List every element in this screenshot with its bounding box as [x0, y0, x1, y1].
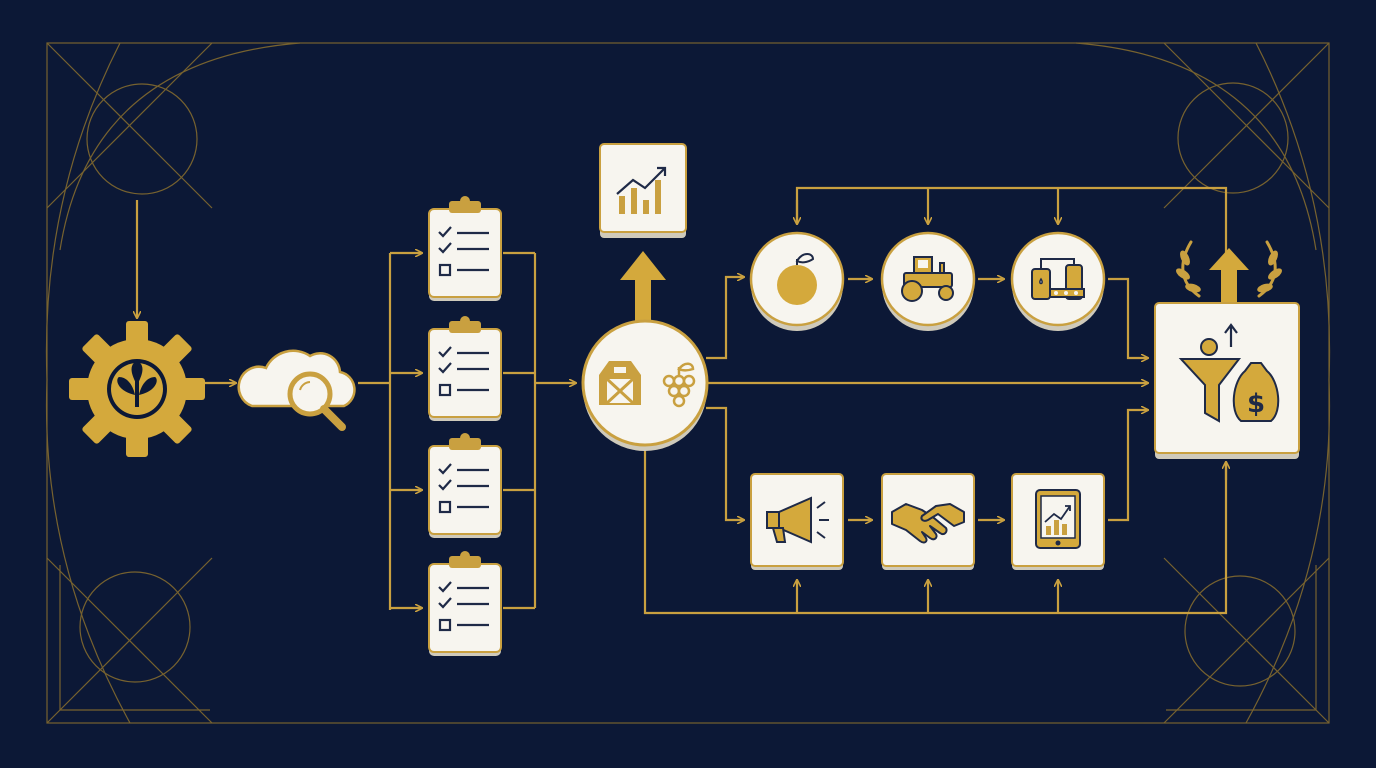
cloud-search-icon: [237, 349, 356, 431]
handshake-icon: [881, 473, 975, 570]
clipboard-checklist-icon: [428, 196, 502, 301]
plant-gear-icon: [69, 321, 205, 457]
arrow-processing-to-revenue: [1108, 277, 1148, 358]
arrow-tablet-to-revenue: [1108, 410, 1148, 522]
arrow-hub-to-marketing: [706, 406, 744, 520]
clipboard-checklist-icon: [428, 433, 502, 538]
bar-chart-trend-icon: [599, 143, 687, 238]
arrow-hub-to-produce: [706, 277, 744, 360]
factory-processing-icon: [1010, 231, 1106, 331]
feedback-loop-bottom: [643, 448, 1228, 615]
megaphone-icon: [750, 473, 844, 570]
funnel-money-bag-icon: $: [1154, 302, 1300, 459]
barn-grapes-icon: [581, 319, 709, 451]
orange-fruit-icon: [749, 231, 845, 331]
growth-arrow-icon: [620, 251, 666, 324]
clipboard-checklist-icon: [428, 316, 502, 421]
connectors: [137, 186, 1228, 615]
svg-text:$: $: [1247, 389, 1265, 419]
bracket-cloud-to-lists: [358, 253, 392, 610]
clipboard-checklist-icon: [428, 551, 502, 656]
decorative-frame: [45, 42, 1331, 724]
tablet-chart-icon: [1011, 473, 1105, 570]
bracket-lists-to-hub: [503, 251, 537, 610]
laurel-arrow-icon: [1176, 240, 1282, 302]
tractor-icon: [880, 231, 976, 331]
